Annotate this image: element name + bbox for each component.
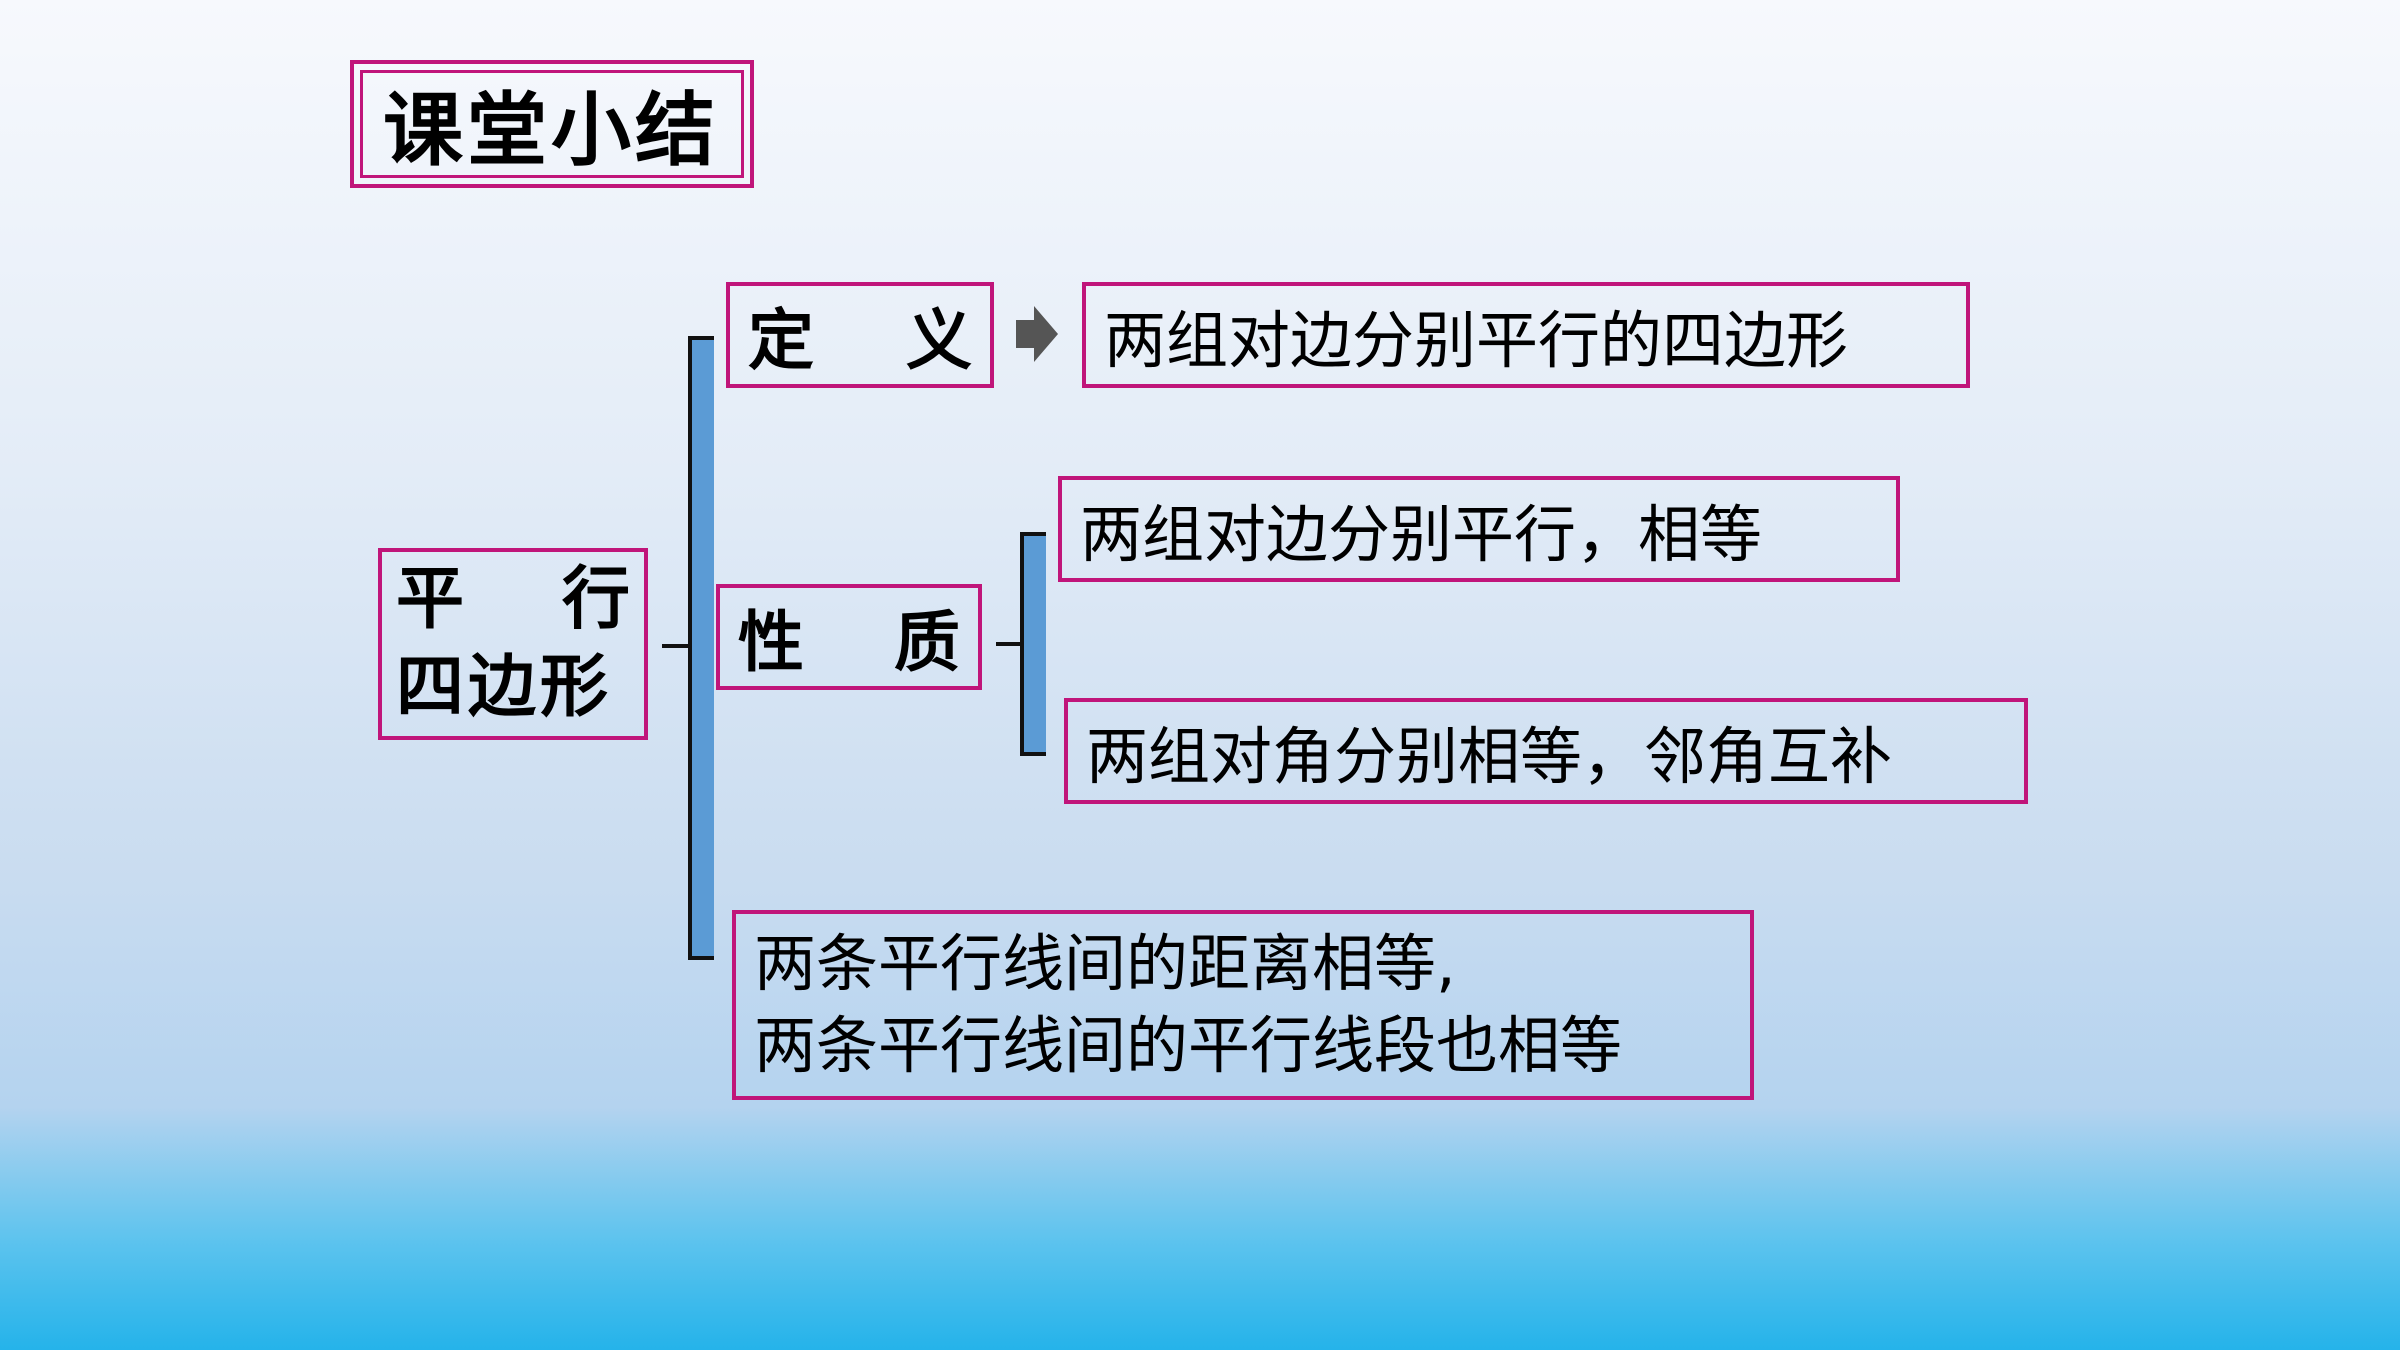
- property-bracket-fill: [1022, 534, 1046, 754]
- property-label-box: 性 质: [716, 584, 982, 690]
- definition-label-char-1: 定: [748, 302, 814, 379]
- distance-line-2: 两条平行线间的平行线段也相等: [754, 1009, 1623, 1082]
- property-angles-text: 两组对角分别相等，邻角互补: [1086, 720, 1893, 793]
- property-sides-box: 两组对边分别平行，相等: [1058, 476, 1900, 582]
- root-line-2: 四边形: [396, 648, 613, 727]
- definition-text: 两组对边分别平行的四边形: [1104, 304, 1849, 377]
- distance-box: 两条平行线间的距离相等, 两条平行线间的平行线段也相等: [732, 910, 1754, 1100]
- distance-line-1: 两条平行线间的距离相等,: [754, 927, 1456, 1000]
- property-angles-box: 两组对角分别相等，邻角互补: [1064, 698, 2028, 804]
- property-sides-text: 两组对边分别平行，相等: [1080, 498, 1763, 571]
- property-label-char-1: 性: [738, 604, 804, 681]
- property-label-char-2: 质: [894, 604, 960, 681]
- root-char-2: 行: [561, 560, 630, 639]
- definition-label-char-2: 义: [906, 302, 972, 379]
- definition-label-box: 定 义: [726, 282, 994, 388]
- title-text: 课堂小结: [360, 70, 744, 178]
- main-bracket-fill: [690, 338, 714, 958]
- lesson-summary-title: 课堂小结: [350, 60, 754, 188]
- root-char-1: 平: [396, 560, 465, 639]
- arrow-icon: [1016, 306, 1058, 362]
- definition-text-box: 两组对边分别平行的四边形: [1082, 282, 1970, 388]
- root-node-parallelogram: 平 行 四边形: [378, 548, 648, 740]
